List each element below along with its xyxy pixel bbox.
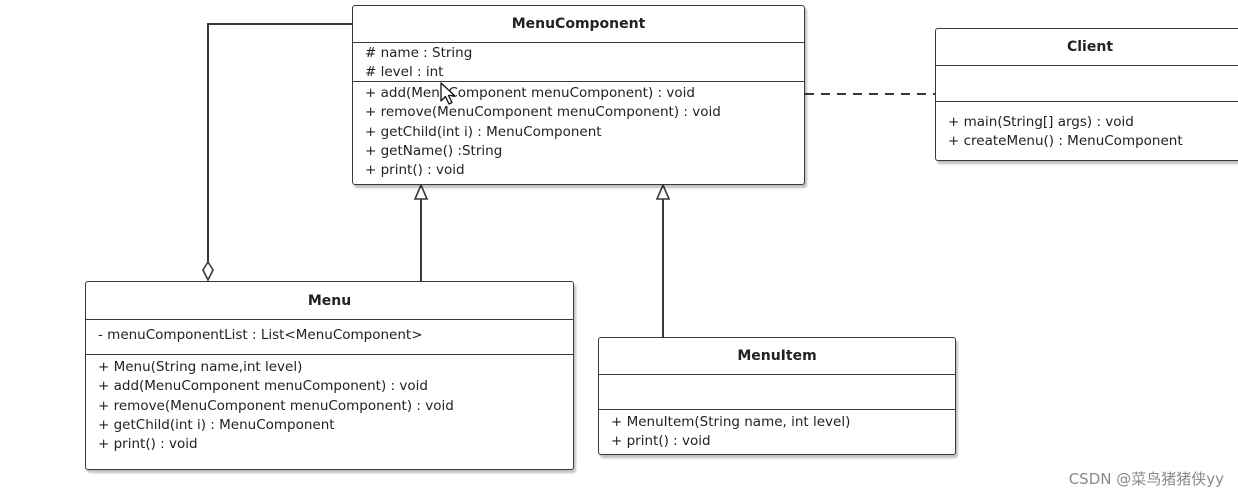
operation: + print() : void (98, 436, 198, 453)
operations-section: + Menu(String name,int level) + add(Menu… (86, 354, 573, 454)
operation: + print() : void (611, 433, 711, 450)
attributes-section (599, 375, 955, 409)
operation: + getChild(int i) : MenuComponent (365, 123, 602, 140)
class-name: MenuItem (599, 338, 955, 375)
inheritance-arrow-icon (413, 182, 429, 200)
operation: + MenuItem(String name, int level) (611, 414, 851, 430)
class-client[interactable]: Client + main(String[] args) : void + cr… (935, 28, 1238, 161)
operations-section: + main(String[] args) : void + createMen… (936, 101, 1238, 152)
attribute: # level : int (365, 64, 444, 81)
inheritance-arrow-icon (655, 182, 671, 200)
operation: + add(MenuComponent menuComponent) : voi… (365, 85, 695, 101)
operation: + remove(MenuComponent menuComponent) : … (98, 397, 454, 414)
class-name: MenuComponent (353, 6, 804, 43)
aggregation-diamond-icon (202, 260, 214, 282)
operation: + Menu(String name,int level) (98, 359, 303, 375)
operations-section: + add(MenuComponent menuComponent) : voi… (353, 81, 804, 180)
operation: + print() : void (365, 162, 465, 179)
attribute: # name : String (365, 45, 473, 61)
attributes-section (936, 66, 1238, 101)
class-menu-component[interactable]: MenuComponent # name : String # level : … (352, 5, 805, 185)
class-name: Client (936, 29, 1238, 66)
class-menu-item[interactable]: MenuItem + MenuItem(String name, int lev… (598, 337, 956, 455)
mouse-pointer-icon (440, 82, 456, 105)
class-menu[interactable]: Menu - menuComponentList : List<MenuComp… (85, 281, 574, 470)
watermark: CSDN @菜鸟猪猪侠yy (1068, 470, 1224, 488)
attribute: - menuComponentList : List<MenuComponent… (98, 327, 423, 343)
class-name: Menu (86, 282, 573, 320)
attributes-section: # name : String # level : int (353, 43, 804, 81)
aggregation-line (207, 23, 352, 262)
attributes-section: - menuComponentList : List<MenuComponent… (86, 320, 573, 354)
operation: + main(String[] args) : void (948, 114, 1134, 130)
operation: + add(MenuComponent menuComponent) : voi… (98, 378, 428, 395)
operation: + getName() :String (365, 142, 503, 159)
operation: + getChild(int i) : MenuComponent (98, 416, 335, 433)
operation: + createMenu() : MenuComponent (948, 133, 1183, 150)
operation: + remove(MenuComponent menuComponent) : … (365, 104, 721, 121)
operations-section: + MenuItem(String name, int level) + pri… (599, 409, 955, 452)
